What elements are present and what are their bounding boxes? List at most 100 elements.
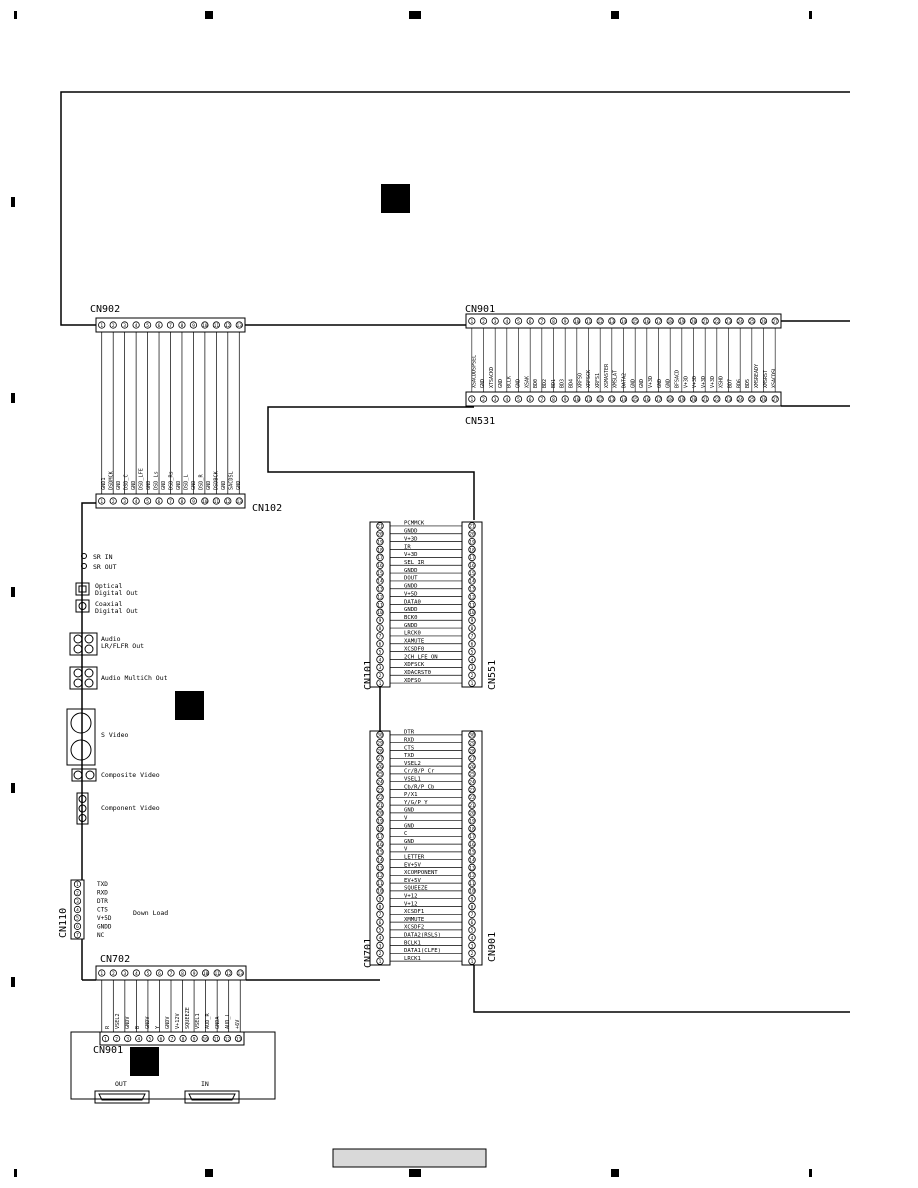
cn902-pin-number: 4 xyxy=(135,323,138,329)
cn101-signal: BCK0 xyxy=(404,615,417,621)
cn701-pin-number: 23 xyxy=(377,787,383,793)
cn701-pin xyxy=(468,817,476,825)
cn701-pin xyxy=(376,746,384,755)
cn110-signal: NC xyxy=(97,932,105,939)
cn110-pin xyxy=(73,880,82,888)
cn101-pin-number: 15 xyxy=(377,571,383,577)
cn101-pin-number: 12 xyxy=(469,594,475,600)
cn701-pin xyxy=(468,879,476,887)
cn701-pin xyxy=(468,941,476,950)
cn102-pin-number: 11 xyxy=(214,499,220,505)
cn901-pin xyxy=(748,317,756,325)
component-jack-icon xyxy=(76,792,89,825)
cn102-pin xyxy=(132,497,140,505)
cn701-signal: RXD xyxy=(404,738,415,744)
cn702-pin xyxy=(98,969,106,977)
cn101-pin-number: 17 xyxy=(377,555,383,561)
cn102-signal: GND xyxy=(236,481,242,490)
cn531-signal: GND xyxy=(516,379,522,388)
cn901-bottom-pin-number: 2 xyxy=(115,1036,118,1042)
cn901-pin xyxy=(678,317,686,325)
cn701-pin xyxy=(468,778,476,786)
cn901-bottom-pin xyxy=(212,1034,220,1043)
cn101-signal: XCSDF0 xyxy=(404,646,424,652)
cn102-signal: DSD_Rs xyxy=(169,471,175,490)
cn102-pin-number: 10 xyxy=(202,499,208,505)
cn901-bottom-pin xyxy=(234,1034,243,1043)
cn110-signal: GNDD xyxy=(97,923,112,930)
cn701-signal: BCLK1 xyxy=(404,940,421,946)
cn901-bottom-pin xyxy=(101,1034,110,1043)
cn701-signal: Y/G/P_Y xyxy=(404,800,428,806)
cn531-pin xyxy=(631,395,639,403)
cn531-pin xyxy=(736,395,744,403)
cn901-bottom-pin xyxy=(168,1034,176,1043)
cn901-pin-number: 4 xyxy=(505,319,508,325)
cn902-pin xyxy=(189,321,198,329)
cn102-signal: SACDSL xyxy=(229,471,235,490)
cn531-signal: XRFSCK xyxy=(586,370,592,388)
cn701-pin-number: 23 xyxy=(469,787,475,793)
cn531-signal: XSHD xyxy=(719,376,725,388)
svideo-label: S Video xyxy=(101,731,128,739)
cn901-pin-number: 20 xyxy=(691,319,697,325)
cn101-pin-number: 2 xyxy=(471,673,474,679)
cn531-pin xyxy=(724,395,733,403)
cn901-pin xyxy=(759,317,768,325)
cn101-pin-number: 20 xyxy=(377,532,383,538)
cn901-bottom-pin-number: 9 xyxy=(193,1036,196,1042)
cn901-bottom-pin-number: 4 xyxy=(137,1036,140,1042)
cn901-pin xyxy=(654,317,663,325)
cn101-signal: GNDD xyxy=(404,529,418,535)
scart-in-icon xyxy=(184,1090,240,1104)
cn701-pin-number: 24 xyxy=(377,780,383,786)
cn531-pin xyxy=(584,395,593,403)
cn531-signal: BCLK xyxy=(507,376,513,388)
cn702-signal: R xyxy=(105,1025,111,1029)
cn701-pin xyxy=(376,785,384,794)
cn701-pin xyxy=(376,754,384,762)
cn701-pin-number: 18 xyxy=(469,826,475,832)
cn102-pin xyxy=(201,497,209,505)
cn901-pin-number: 10 xyxy=(574,319,580,325)
cn902-pin-number: 1 xyxy=(100,323,103,329)
cn701-pin-number: 13 xyxy=(377,865,383,871)
cn531-pin xyxy=(468,395,476,403)
cn531-pin xyxy=(689,395,698,403)
cn901-pin-number: 5 xyxy=(517,319,520,325)
cn901-pin-number: 9 xyxy=(564,319,567,325)
cn701-pin xyxy=(468,856,476,864)
cn701-pin-number: 6 xyxy=(379,920,382,926)
cn701-pin xyxy=(468,801,476,809)
cn102-signal: GND1 xyxy=(101,478,107,491)
cn701-pin-number: 25 xyxy=(469,772,475,778)
cn901-pin xyxy=(479,317,488,325)
cn531-pin-number: 15 xyxy=(632,397,638,403)
cn102-signal: GND xyxy=(206,481,212,490)
cn531-pin-number: 4 xyxy=(505,397,508,403)
cn102-pin-number: 12 xyxy=(225,499,231,505)
cn531-signal: BD3 xyxy=(560,379,566,388)
cn531-pin xyxy=(479,395,488,403)
cn101-pin-number: 10 xyxy=(377,610,383,616)
coaxial-jack-icon xyxy=(75,599,90,613)
cn531-pin xyxy=(596,395,604,403)
cn702-signal: GNDV xyxy=(125,1017,131,1030)
cn701-pin-number: 14 xyxy=(377,858,383,864)
cn901-pin-number: 23 xyxy=(726,319,732,325)
cn701-pin xyxy=(376,856,384,864)
cn901-pin xyxy=(724,317,733,325)
cn101-pin xyxy=(468,600,476,609)
cn531-pin xyxy=(759,395,768,403)
cn902-pin xyxy=(178,321,186,329)
cn701-pin-number: 8 xyxy=(379,904,382,910)
cn101-signal: GNDD xyxy=(404,584,418,590)
cn101-pin-number: 1 xyxy=(471,681,474,687)
cn102-signal: DSD_C xyxy=(123,474,129,490)
optical-label-2: Digital Out xyxy=(95,589,138,597)
cn101-signal: PCMMCK xyxy=(404,521,425,527)
cn702-pin xyxy=(109,969,117,977)
cn110-pin-number: 3 xyxy=(76,899,79,905)
cn702-signal: AUD_L xyxy=(225,1013,231,1029)
cn701-pin-number: 30 xyxy=(469,733,475,739)
